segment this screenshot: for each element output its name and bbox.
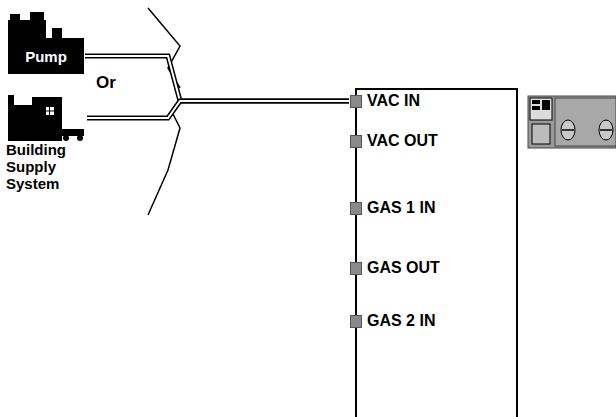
port-square [350,135,362,148]
port-label: VAC OUT [367,132,438,150]
double-line-connector [85,56,349,101]
port-label: GAS OUT [367,259,440,277]
port-label: VAC IN [367,92,420,110]
connector-inner [85,56,349,101]
port-square [350,95,362,108]
port-label: GAS 2 IN [367,312,435,330]
building-icon [6,95,86,141]
connector-outline [85,56,349,101]
building-node: Building Supply System [6,95,104,192]
gas-panel-box: VAC IN VAC OUT GAS 1 IN GAS OUT GAS 2 IN [355,88,518,417]
port-square [350,315,362,328]
port-square [350,202,362,215]
port-square [350,262,362,275]
connector-inner [87,101,349,118]
pump-icon: Pump [8,38,84,74]
or-label: Or [96,73,116,93]
pump-icon [8,12,62,40]
node-label: Pump [25,48,67,65]
node-label: Building Supply System [6,141,104,192]
connector-outline [87,101,349,118]
instrument-icon [528,96,616,148]
port-label: GAS 1 IN [367,199,435,217]
double-line-connector [87,101,349,118]
